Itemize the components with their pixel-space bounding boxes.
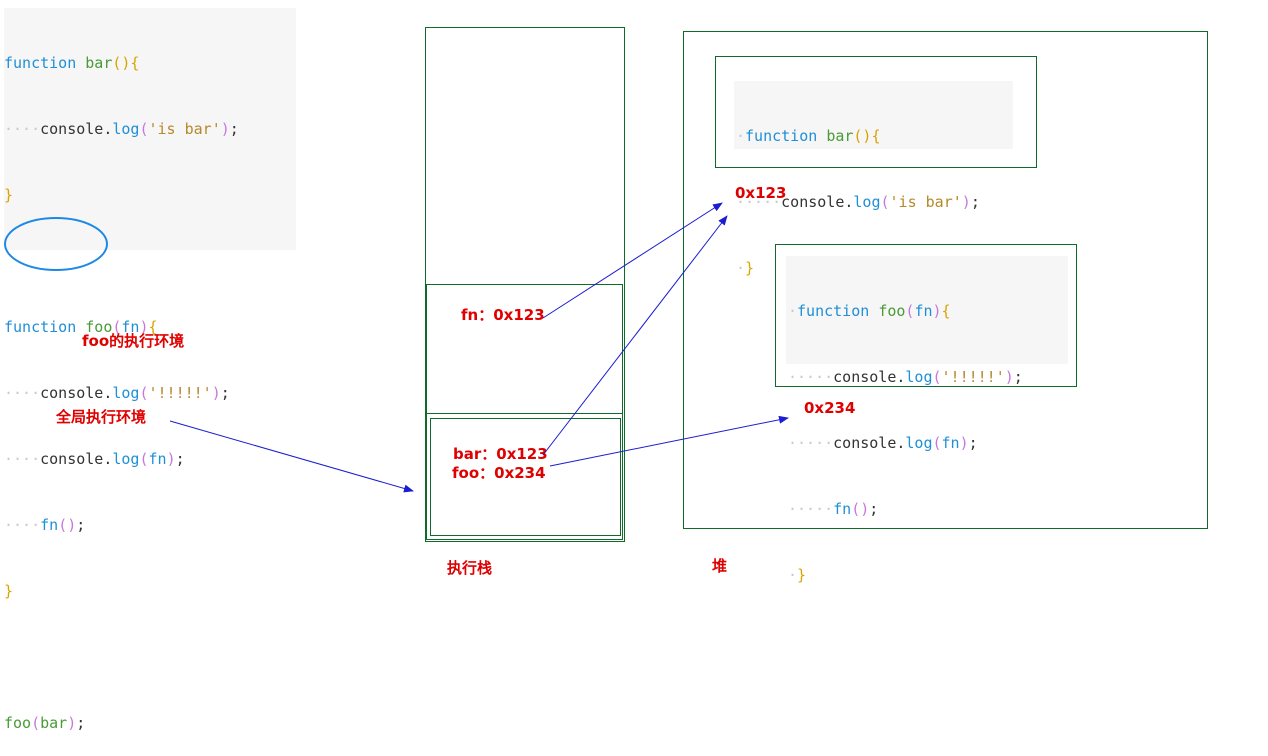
- stack-bar-entry: bar：0x123: [453, 445, 548, 463]
- code-snippet-main: function bar(){ ····console.log('is bar'…: [4, 8, 296, 732]
- code-line: ····console.log(fn);: [4, 450, 185, 468]
- code-line: [4, 646, 296, 668]
- global-context-frame: [430, 418, 621, 536]
- heap-address-foo: 0x234: [804, 399, 856, 417]
- code-line: ····console.log('is bar');: [4, 120, 239, 138]
- foo-env-label: foo的执行环境: [82, 332, 185, 350]
- stack-caption: 执行栈: [447, 559, 493, 577]
- code-line: ·function foo(fn){: [788, 302, 951, 320]
- code-line: ·}: [788, 566, 807, 584]
- code-line: function foo(fn){: [4, 318, 158, 336]
- code-line: ····console.log('!!!!!');: [4, 384, 230, 402]
- stack-fn-entry: fn：0x123: [461, 306, 545, 324]
- code-line: ····fn();: [4, 516, 86, 534]
- code-line: }: [4, 582, 14, 600]
- code-line: ·····fn();: [788, 500, 879, 518]
- global-env-label: 全局执行环境: [56, 408, 147, 426]
- heap-address-bar: 0x123: [735, 184, 787, 202]
- global-context-frame-outer: [426, 412, 623, 540]
- code-snippet-foo: ·function foo(fn){ ·····console.log('!!!…: [786, 256, 1068, 584]
- code-line: ·····console.log(fn);: [788, 434, 978, 452]
- heap-foo-object: [775, 244, 1077, 387]
- code-line: ·function bar(){: [736, 127, 881, 145]
- code-line: ·}: [736, 259, 755, 277]
- stack-foo-entry: foo：0x234: [452, 464, 546, 482]
- heap-bar-object: [715, 56, 1037, 168]
- code-line: ·····console.log('is bar');: [736, 193, 980, 211]
- code-line: function bar(){: [4, 54, 140, 72]
- code-line: ·····console.log('!!!!!');: [788, 368, 1023, 386]
- heap-caption: 堆: [712, 557, 728, 575]
- code-line: }: [4, 186, 14, 204]
- code-line-call: foo(bar);: [4, 714, 86, 732]
- code-line: [4, 250, 296, 272]
- code-snippet-bar: ·function bar(){ ·····console.log('is ba…: [734, 81, 1013, 277]
